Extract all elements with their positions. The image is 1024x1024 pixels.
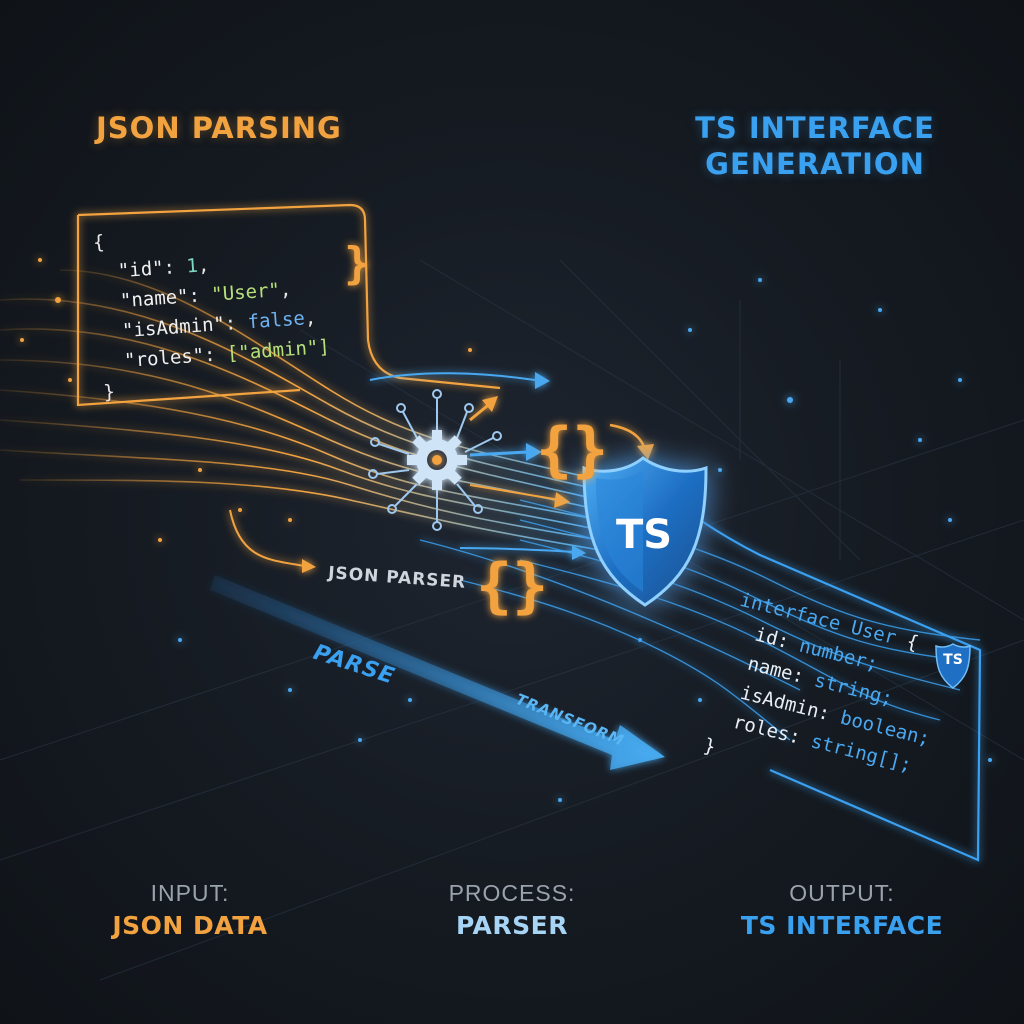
caption-input-bottom: JSON DATA xyxy=(112,911,268,940)
caption-output-bottom: TS INTERFACE xyxy=(740,911,944,940)
gear-icon xyxy=(368,389,502,531)
particles xyxy=(20,258,992,802)
orange-braces: } {} {} xyxy=(344,238,608,621)
heading-ts-line1: TS INTERFACE xyxy=(695,111,935,145)
caption-process: PROCESS: PARSER xyxy=(392,880,632,940)
caption-output-top: OUTPUT: xyxy=(789,880,895,906)
brace-lower: {} xyxy=(476,551,548,621)
heading-json-parsing: JSON PARSING xyxy=(96,111,342,145)
transform-arrow xyxy=(210,575,665,770)
caption-output: OUTPUT: TS INTERFACE xyxy=(722,880,962,940)
caption-process-bottom: PARSER xyxy=(456,911,568,940)
shield-ts-text: TS xyxy=(615,512,673,558)
json-input-code: { "id": 1, "name": "User", "isAdmin": fa… xyxy=(92,212,333,408)
brace-top-right: } xyxy=(344,238,371,289)
caption-input-top: INPUT: xyxy=(150,880,230,906)
parser-arrows xyxy=(229,372,654,573)
heading-ts-line2: GENERATION xyxy=(705,147,925,181)
heading-ts-interface: TS INTERFACE GENERATION xyxy=(690,110,940,182)
brace-mid: {} xyxy=(536,415,608,485)
ts-badge-icon xyxy=(935,643,971,689)
caption-process-top: PROCESS: xyxy=(448,880,576,906)
json-panel-frame xyxy=(76,203,501,407)
ts-shield-icon xyxy=(582,456,708,607)
badge-ts-text: TS xyxy=(943,652,963,668)
caption-input: INPUT: JSON DATA xyxy=(70,880,310,940)
ts-panel-frame xyxy=(699,519,982,862)
